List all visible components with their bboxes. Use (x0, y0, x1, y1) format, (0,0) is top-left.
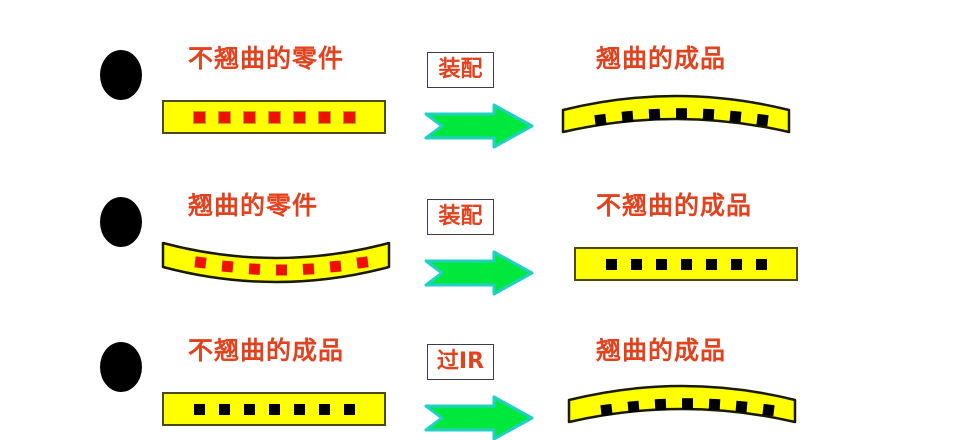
pcb-board (162, 392, 386, 426)
component-chip (605, 258, 617, 270)
left-caption: 不翘曲的成品 (188, 336, 345, 365)
component-chip (655, 258, 667, 270)
process-row: 不翘曲的零件 装配 翘曲的成品 (0, 8, 960, 149)
process-label-box: 装配 (427, 52, 494, 88)
left-board-warped-down (160, 229, 392, 291)
process-row: 翘曲的零件 装配 不翘曲的成品 (0, 155, 960, 296)
process-row: 不翘曲的成品 过IR 翘曲的成品 (0, 300, 960, 440)
left-board-flat (160, 94, 390, 142)
right-board-flat (572, 241, 802, 289)
right-caption: 翘曲的成品 (596, 336, 727, 365)
process-label-box: 过IR (427, 344, 494, 380)
right-caption: 翘曲的成品 (596, 44, 727, 73)
component-chip (218, 403, 230, 415)
right-arrow-icon (424, 250, 534, 296)
process-label-text: 过IR (436, 349, 485, 374)
component-chip (680, 258, 692, 270)
right-board-warped-up (560, 90, 792, 146)
component-chip (243, 403, 255, 415)
right-board-warped-up (566, 380, 798, 436)
bullet-marker (100, 50, 142, 100)
component-chip (705, 258, 717, 270)
left-caption: 翘曲的零件 (188, 191, 319, 220)
component-chip (218, 111, 230, 123)
component-chip (730, 258, 742, 270)
bullet-marker (100, 342, 142, 392)
left-caption: 不翘曲的零件 (188, 44, 345, 73)
component-chip (193, 403, 205, 415)
pcb-board (162, 100, 386, 134)
component-chip (268, 403, 280, 415)
process-label-text: 装配 (438, 204, 483, 229)
pcb-board (574, 247, 798, 281)
process-label-box: 装配 (427, 199, 494, 235)
right-arrow-icon (424, 103, 534, 149)
component-chip (293, 111, 305, 123)
component-chip (318, 111, 330, 123)
component-chip (343, 403, 355, 415)
process-label-text: 装配 (438, 57, 483, 82)
left-board-flat (160, 386, 390, 434)
right-arrow-icon (424, 395, 534, 440)
right-caption: 不翘曲的成品 (596, 191, 753, 220)
component-chip (293, 403, 305, 415)
component-chip (243, 111, 255, 123)
bullet-marker (100, 197, 142, 247)
component-chip (318, 403, 330, 415)
component-chip (193, 111, 205, 123)
component-chip (343, 111, 355, 123)
component-chip (268, 111, 280, 123)
component-chip (630, 258, 642, 270)
component-chip (755, 258, 767, 270)
